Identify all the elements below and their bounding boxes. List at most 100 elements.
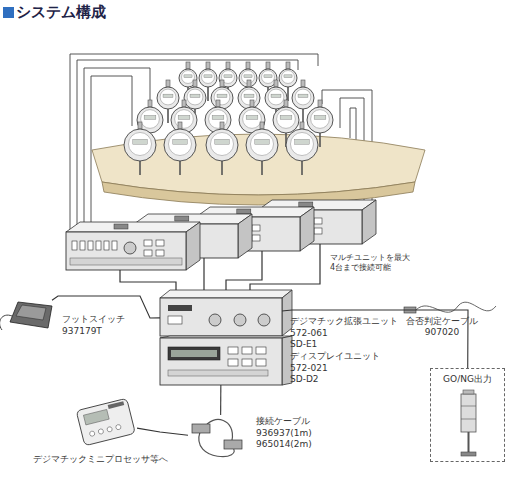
gauge-spindle [301,161,303,175]
channel-indicator [112,241,117,250]
gauge-stem [220,122,224,129]
gauge-lcd [314,115,326,119]
channel-indicator [80,241,85,250]
gauge-spindle [139,161,141,175]
gauge-lcd [204,75,212,78]
multi-unit-side [238,214,252,258]
gauge-spindle [302,109,304,123]
display-unit-body-front [160,338,282,385]
cable-line [52,296,160,318]
part-number: SD-D2 [290,374,319,385]
gauge-body [292,87,314,109]
mini-processor-key [98,428,104,434]
part-number: 965014(2m) [256,439,312,450]
unit-button [156,240,164,246]
mini-processor-key [115,424,121,430]
coiled-cable [416,302,496,312]
display-button [256,359,266,366]
gauge-lcd [184,75,192,78]
diagram-title: システム構成 [16,3,106,22]
gauge-face [295,89,311,105]
gauge-body [259,69,277,87]
gauge-lcd [295,139,309,144]
signal-tower-cap [463,390,474,394]
unit-knob [124,242,136,254]
part-number: SD-E1 [290,339,317,350]
signal-tower-band [461,419,476,420]
gauge-lcd [163,94,173,97]
unit-connector [114,224,128,229]
gauge-face [168,132,191,155]
gauge-lcd [284,75,292,78]
go-ng-output: GO/NG出力 [430,368,505,462]
gauge-face [311,110,330,129]
display-lcd [171,350,217,357]
gauge-face [290,132,313,155]
part-name: フットスイッチ [62,314,125,325]
channel-indicator [88,241,93,250]
gauge-stem [178,122,182,129]
dsub-plug [224,440,242,449]
display-button [228,347,238,354]
mini-processor-body [76,398,135,446]
gauge-stem [260,122,264,129]
part-number: 936937(1m) [256,428,312,439]
display-button [242,359,252,366]
extension-unit-body-front [160,298,282,336]
gauge-body [164,129,196,161]
gauge-body [124,129,156,161]
foot-switch: フットスイッチ937179T [8,300,52,332]
part-name: 接続ケーブル [256,416,310,427]
display-panel [168,370,268,376]
extension-knob [209,314,221,326]
gauge-face [209,110,228,129]
multi-unit-side [362,200,376,244]
display-unit: ディスプレイユニット572-021SD-D2 [160,338,282,385]
unit-cable [203,258,204,292]
gauge-lcd [298,94,308,97]
gauge-lcd [244,75,252,78]
dsub-plug [192,424,210,433]
gauge-face [128,132,151,155]
part-number: 572-061 [290,328,328,339]
gauge-stem [226,62,230,69]
channel-indicator [104,241,109,250]
gauge-lcd [224,75,232,78]
cable-plug [404,307,416,313]
foot-switch-tail [0,315,12,330]
gauge-lcd [244,94,254,97]
channel-indicator [96,241,101,250]
gauge-lcd [173,139,187,144]
gauge-lcd [215,139,229,144]
mini-processor-key [107,426,113,432]
mini-processor-screen [83,409,109,425]
signal-tower [461,394,476,432]
gauge-face [250,132,273,155]
cable-line [137,428,188,435]
gauge-body [157,87,179,109]
gauge-body [307,107,333,133]
gauge-stem [186,62,190,69]
gauge-face [182,71,195,84]
display-button [256,347,266,354]
gauge-spindle [261,161,263,175]
gauge-stem [138,122,142,129]
multi-unit-top [66,222,200,232]
gauge-face [262,71,275,84]
connection-cable: 接続ケーブル936937(1m)965014(2m) [188,415,253,463]
gauge-stem [274,80,278,87]
gauge-stem [216,100,220,107]
gauge-stem [286,62,290,69]
unit-connector [237,209,251,214]
display-button [242,347,252,354]
gauge-body [286,129,318,161]
gauge-spindle [179,161,181,175]
multi-unit-side [186,222,200,270]
gauge-lcd [264,75,272,78]
part-name: デジマチック拡張ユニット [290,316,398,327]
gauge-lcd [190,94,200,97]
gauge-body [219,69,237,87]
cable-label: 合否判定ケーブル 907020 [402,316,482,338]
